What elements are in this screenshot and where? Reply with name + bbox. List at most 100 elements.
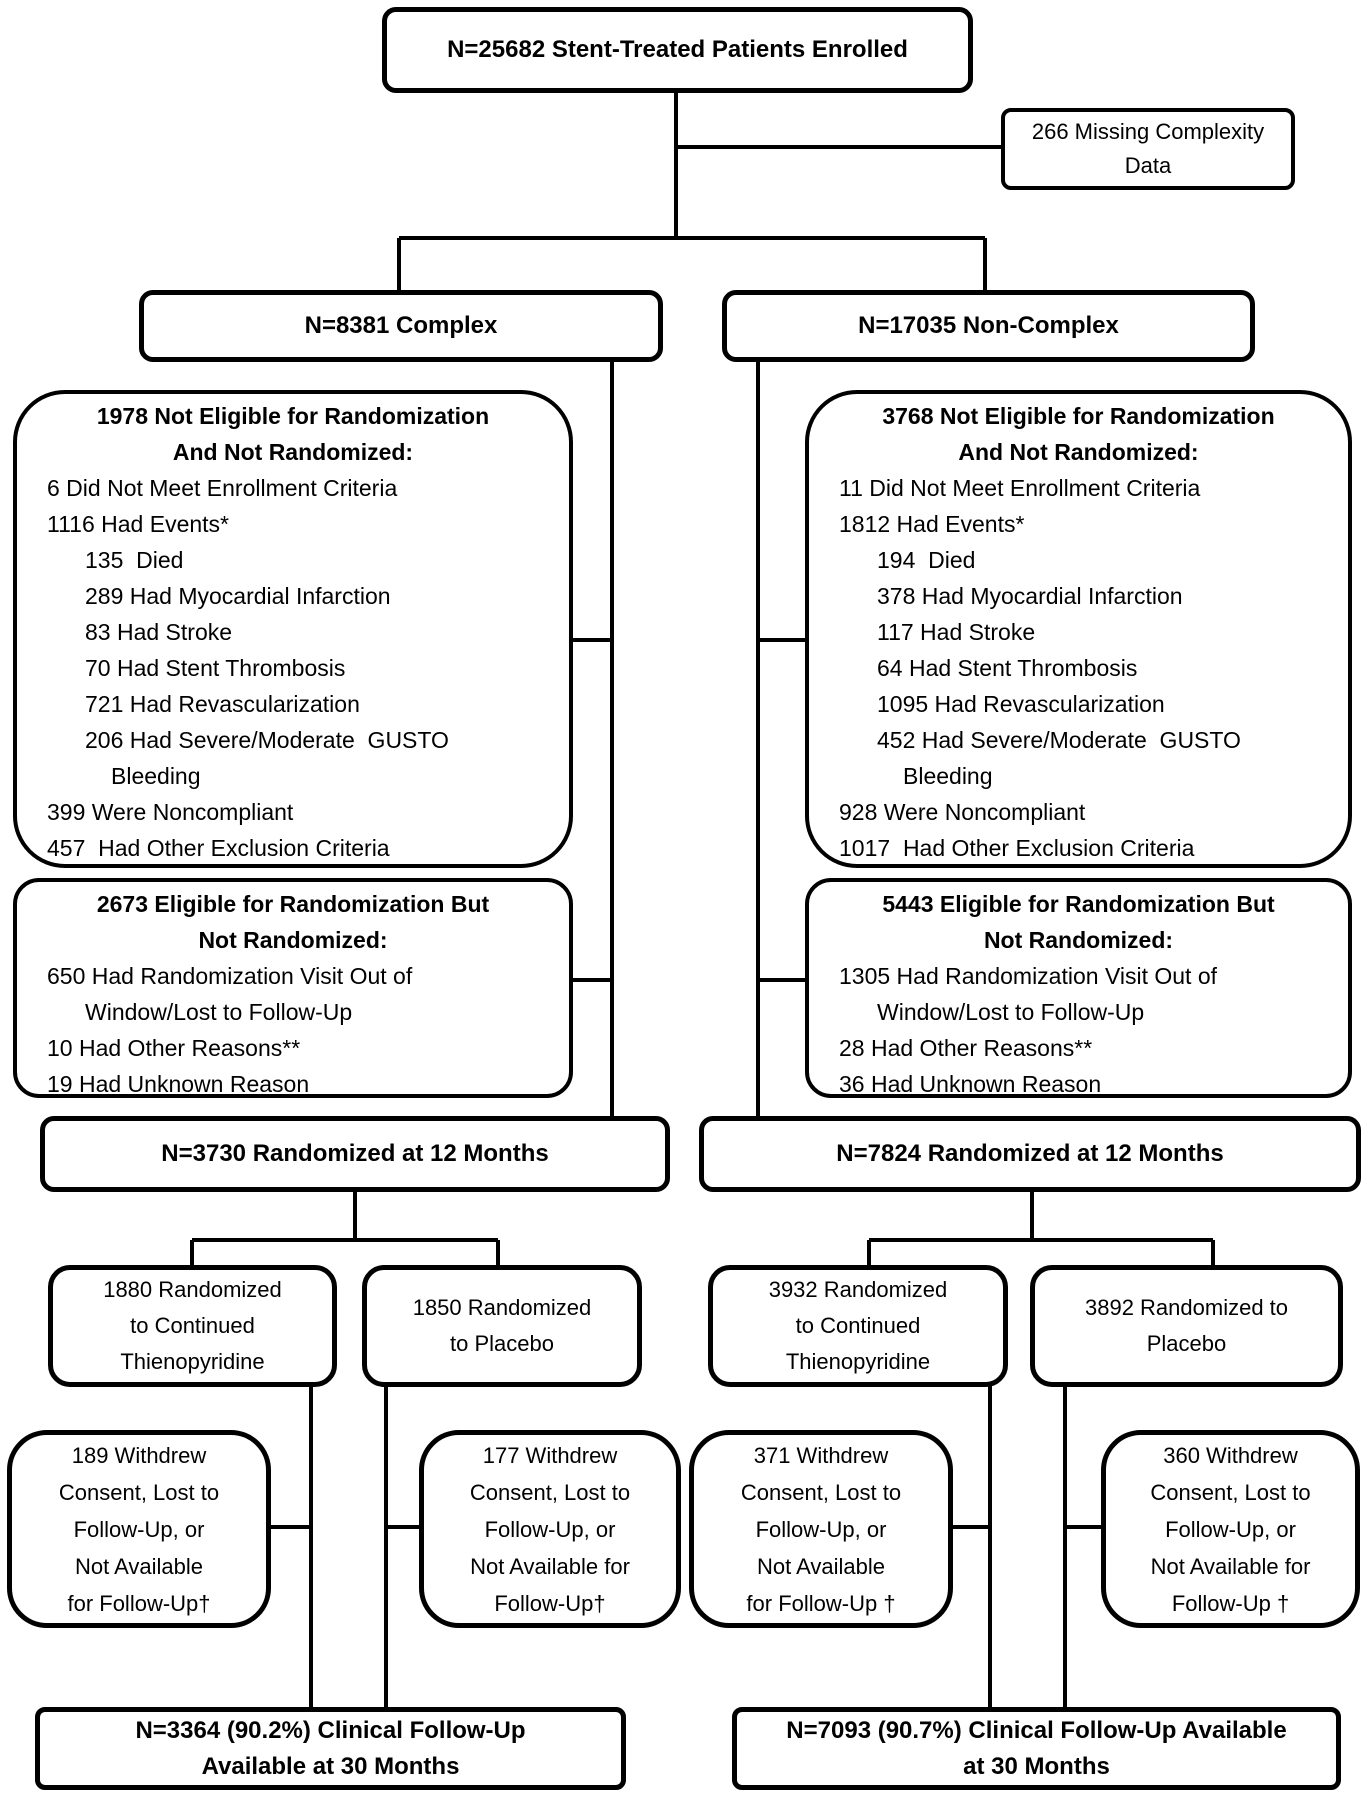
box-item-line: 206 Had Severe/Moderate GUSTO: [85, 727, 449, 753]
non-complex-eligible-not-randomized-box: 5443 Eligible for Randomization But Not …: [805, 878, 1352, 1098]
box-item-line: 289 Had Myocardial Infarction: [85, 583, 391, 609]
box-item-line: Bleeding: [111, 763, 201, 789]
box-item-line: 452 Had Severe/Moderate GUSTO: [877, 727, 1241, 753]
box-item-line: 135 Died: [85, 547, 184, 573]
missing-complexity-line: 266 Missing Complexity: [1031, 119, 1265, 144]
box-title-line: 3768 Not Eligible for Randomization: [882, 403, 1275, 429]
arm-line: 3892 Randomized to: [1084, 1295, 1289, 1320]
withdrew-line: Not Available: [74, 1553, 203, 1579]
box-title-line: And Not Randomized:: [958, 439, 1199, 465]
withdrew-line: Not Available: [756, 1553, 885, 1579]
withdrew-line: Not Available for: [470, 1553, 630, 1579]
withdrew-line: Consent, Lost to: [469, 1479, 631, 1505]
complex-label: N=8381 Complex: [304, 312, 498, 339]
withdrew-line: Not Available for: [1150, 1553, 1311, 1579]
non-complex-label: N=17035 Non-Complex: [858, 312, 1119, 339]
box-item-line: 28 Had Other Reasons**: [839, 1035, 1093, 1061]
missing-complexity-line: Data: [1124, 153, 1172, 178]
non-complex-randomized-label: N=7824 Randomized at 12 Months: [836, 1140, 1224, 1167]
withdrew-line: Follow-Up†: [494, 1590, 606, 1616]
withdrew-line: 177 Withdrew: [482, 1442, 618, 1468]
followup-line: Available at 30 Months: [201, 1752, 460, 1780]
arm-line: Placebo: [1146, 1331, 1227, 1356]
non-complex-box: N=17035 Non-Complex: [722, 290, 1255, 362]
non-complex-placebo-arm-box: 3892 Randomized to Placebo: [1030, 1265, 1343, 1387]
box-item-line: 11 Did Not Meet Enrollment Criteria: [839, 475, 1201, 501]
non-complex-placebo-withdrew-box: 360 Withdrew Consent, Lost to Follow-Up,…: [1101, 1430, 1360, 1628]
non-complex-randomized-box: N=7824 Randomized at 12 Months: [699, 1116, 1361, 1192]
box-item-line: 6 Did Not Meet Enrollment Criteria: [47, 475, 398, 501]
enrolled-box: N=25682 Stent-Treated Patients Enrolled: [382, 7, 973, 93]
complex-thienopyridine-withdrew-box: 189 Withdrew Consent, Lost to Follow-Up,…: [7, 1430, 271, 1628]
withdrew-line: 189 Withdrew: [71, 1442, 207, 1468]
box-item-line: Window/Lost to Follow-Up: [85, 999, 353, 1025]
complex-randomized-label: N=3730 Randomized at 12 Months: [161, 1140, 549, 1167]
box-item-line: 19 Had Unknown Reason: [47, 1071, 310, 1097]
box-item-line: 399 Were Noncompliant: [47, 799, 294, 825]
box-item-line: 117 Had Stroke: [877, 619, 1036, 645]
withdrew-line: Follow-Up †: [1171, 1590, 1290, 1616]
withdrew-line: for Follow-Up†: [67, 1590, 211, 1616]
box-item-line: 650 Had Randomization Visit Out of: [47, 963, 413, 989]
box-item-line: 64 Had Stent Thrombosis: [877, 655, 1138, 681]
withdrew-line: Consent, Lost to: [740, 1479, 902, 1505]
complex-eligible-not-randomized-box: 2673 Eligible for Randomization But Not …: [13, 878, 573, 1098]
withdrew-line: Follow-Up, or: [484, 1516, 616, 1542]
box-title-line: Not Randomized:: [198, 927, 388, 953]
withdrew-line: Consent, Lost to: [58, 1479, 220, 1505]
box-item-line: 70 Had Stent Thrombosis: [85, 655, 346, 681]
box-item-line: 10 Had Other Reasons**: [47, 1035, 301, 1061]
complex-box: N=8381 Complex: [139, 290, 663, 362]
box-item-line: 1017 Had Other Exclusion Criteria: [839, 835, 1195, 861]
box-item-line: 721 Had Revascularization: [85, 691, 360, 717]
withdrew-line: Follow-Up, or: [73, 1516, 205, 1542]
complex-randomized-box: N=3730 Randomized at 12 Months: [40, 1116, 670, 1192]
withdrew-line: Follow-Up, or: [755, 1516, 887, 1542]
arm-line: Thienopyridine: [120, 1349, 265, 1374]
box-item-line: 36 Had Unknown Reason: [839, 1071, 1102, 1097]
complex-placebo-withdrew-box: 177 Withdrew Consent, Lost to Follow-Up,…: [419, 1430, 681, 1628]
box-item-line: 1116 Had Events*: [47, 511, 229, 537]
box-item-line: 1305 Had Randomization Visit Out of: [839, 963, 1218, 989]
followup-line: at 30 Months: [963, 1752, 1110, 1780]
box-item-line: 457 Had Other Exclusion Criteria: [47, 835, 390, 861]
arm-line: 1850 Randomized: [412, 1295, 592, 1320]
non-complex-followup-box: N=7093 (90.7%) Clinical Follow-Up Availa…: [732, 1707, 1341, 1790]
followup-line: N=3364 (90.2%) Clinical Follow-Up: [135, 1716, 526, 1744]
arm-line: to Continued: [130, 1313, 255, 1338]
followup-line: N=7093 (90.7%) Clinical Follow-Up Availa…: [786, 1716, 1287, 1744]
box-item-line: 928 Were Noncompliant: [839, 799, 1086, 825]
arm-line: to Continued: [795, 1313, 921, 1338]
withdrew-line: Follow-Up, or: [1165, 1516, 1296, 1542]
box-item-line: 378 Had Myocardial Infarction: [877, 583, 1183, 609]
missing-complexity-box: 266 Missing Complexity Data: [1001, 108, 1295, 190]
box-title-line: 5443 Eligible for Randomization But: [882, 891, 1275, 917]
arm-line: 1880 Randomized: [103, 1277, 282, 1302]
withdrew-line: for Follow-Up †: [746, 1590, 896, 1616]
arm-line: 3932 Randomized: [768, 1277, 948, 1302]
box-item-line: Window/Lost to Follow-Up: [877, 999, 1145, 1025]
box-title-line: 2673 Eligible for Randomization But: [96, 891, 490, 917]
enrolled-label: N=25682 Stent-Treated Patients Enrolled: [447, 36, 908, 63]
non-complex-thienopyridine-arm-box: 3932 Randomized to Continued Thienopyrid…: [708, 1265, 1008, 1387]
non-complex-not-eligible-box: 3768 Not Eligible for Randomization And …: [805, 390, 1352, 868]
non-complex-thienopyridine-withdrew-box: 371 Withdrew Consent, Lost to Follow-Up,…: [689, 1430, 953, 1628]
complex-followup-box: N=3364 (90.2%) Clinical Follow-Up Availa…: [35, 1707, 626, 1790]
withdrew-line: 371 Withdrew: [753, 1442, 889, 1468]
box-item-line: 1095 Had Revascularization: [877, 691, 1165, 717]
arm-line: Thienopyridine: [785, 1349, 931, 1374]
arm-line: to Placebo: [450, 1331, 554, 1356]
box-title-line: 1978 Not Eligible for Randomization: [96, 403, 490, 429]
withdrew-line: 360 Withdrew: [1163, 1442, 1298, 1468]
box-title-line: And Not Randomized:: [172, 439, 414, 465]
complex-thienopyridine-arm-box: 1880 Randomized to Continued Thienopyrid…: [48, 1265, 337, 1387]
complex-not-eligible-box: 1978 Not Eligible for Randomization And …: [13, 390, 573, 868]
box-item-line: 83 Had Stroke: [85, 619, 233, 645]
withdrew-line: Consent, Lost to: [1150, 1479, 1311, 1505]
complex-placebo-arm-box: 1850 Randomized to Placebo: [362, 1265, 642, 1387]
box-item-line: Bleeding: [903, 763, 993, 789]
box-title-line: Not Randomized:: [983, 927, 1174, 953]
box-item-line: 1812 Had Events*: [839, 511, 1025, 537]
